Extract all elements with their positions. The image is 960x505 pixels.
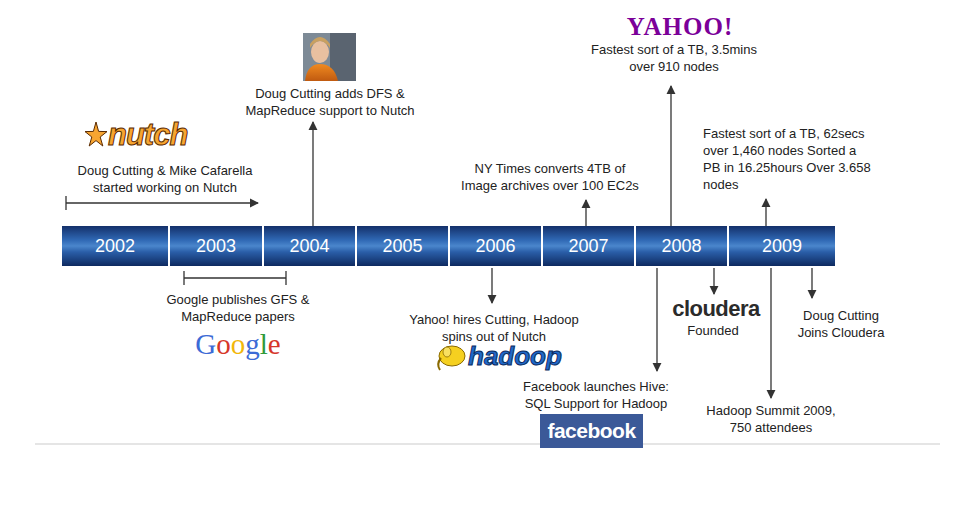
logo-text: Google: [173, 327, 303, 361]
year-label: 2005: [382, 236, 422, 257]
leader-arrow: [765, 199, 766, 226]
span-tick: [65, 196, 66, 210]
year-segment: 2004: [264, 226, 355, 266]
leader-arrow: [811, 268, 812, 298]
leader-arrow: [491, 268, 492, 303]
base-rule: [35, 443, 940, 445]
event-note: Fastest sort of a TB, 62secs over 1,460 …: [703, 125, 873, 193]
year-label: 2003: [196, 236, 236, 257]
year-label: 2006: [475, 236, 515, 257]
event-note: Yahoo! hires Cutting, Hadoop spins out o…: [409, 311, 579, 345]
span-arrow: [66, 202, 258, 203]
event-note: Founded: [673, 322, 753, 339]
year-segment: 2003: [170, 226, 262, 266]
leader-arrow: [312, 122, 313, 226]
logo-text: nutch: [108, 118, 187, 152]
bracket: [184, 277, 286, 278]
event-note: Google publishes GFS & MapReduce papers: [158, 291, 318, 325]
year-segment: 2008: [636, 226, 727, 266]
portrait-photo: [303, 33, 356, 81]
year-label: 2002: [95, 236, 135, 257]
logo-text: hadoop: [468, 341, 562, 371]
event-note: Doug Cutting Joins Cloudera: [791, 307, 891, 341]
year-segment: 2005: [357, 226, 448, 266]
hadoop-elephant: [438, 346, 465, 370]
year-label: 2009: [762, 236, 802, 257]
event-note: Facebook launches Hive: SQL Support for …: [513, 378, 679, 412]
year-segment: 2006: [450, 226, 541, 266]
leader-arrow: [656, 268, 657, 371]
logo-text: cloudera: [661, 296, 771, 322]
year-label: 2004: [289, 236, 329, 257]
logo-text: facebook: [547, 419, 635, 443]
leader-arrow: [713, 268, 714, 294]
year-label: 2008: [661, 236, 701, 257]
bracket-tick: [285, 271, 286, 285]
event-note: Fastest sort of a TB, 3.5mins over 910 n…: [579, 41, 769, 75]
event-note: NY Times converts 4TB of Image archives …: [458, 160, 642, 194]
logo-box: facebook: [540, 414, 643, 448]
leader-arrow: [585, 200, 586, 226]
leader-arrow: [770, 268, 771, 398]
year-segment: 2007: [543, 226, 634, 266]
bracket-tick: [183, 271, 184, 285]
event-note: Hadoop Summit 2009, 750 attendees: [701, 402, 841, 436]
year-segment: 2009: [729, 226, 835, 266]
event-note: Doug Cutting & Mike Cafarella started wo…: [63, 162, 268, 196]
leader-arrow: [670, 86, 671, 226]
event-note: Doug Cutting adds DFS & MapReduce suppor…: [238, 85, 423, 119]
logo-text: YAHOO!: [615, 13, 745, 41]
year-segment: 2002: [62, 226, 168, 266]
year-label: 2007: [568, 236, 608, 257]
nutch-star: [85, 122, 107, 146]
